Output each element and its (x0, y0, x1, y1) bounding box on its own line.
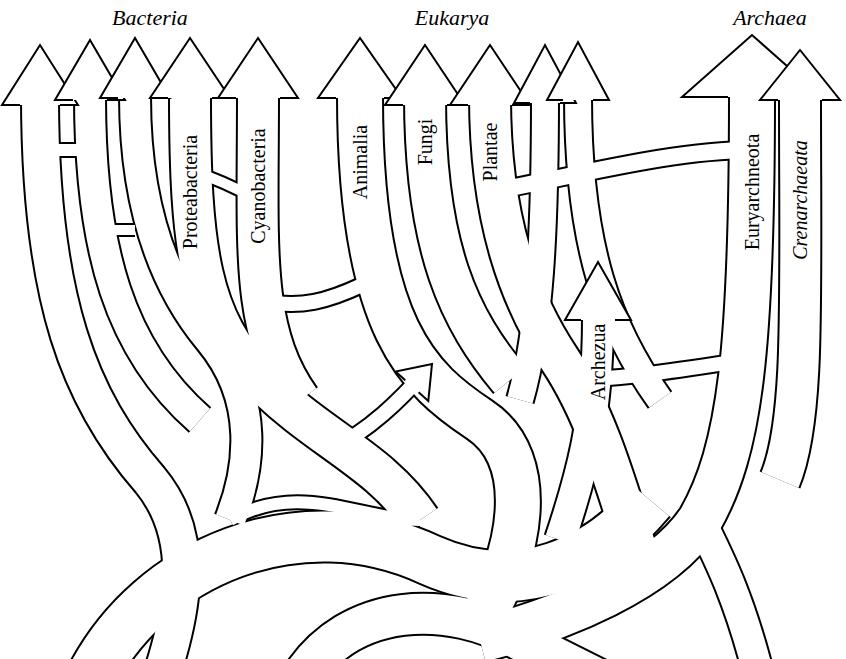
branch-label: Archezua (588, 324, 608, 401)
branch-label: Euryarchneota (742, 134, 762, 251)
branch-label: Proteabacteria (180, 135, 200, 249)
branch-label: Animalia (350, 125, 370, 199)
arrowheads (2, 35, 840, 401)
domain-heading: Archaea (733, 7, 807, 29)
branch-fills (40, 96, 800, 659)
domain-heading: Eukarya (415, 7, 490, 29)
branch-outlines (40, 96, 800, 659)
branch-label: Fungi (415, 119, 435, 166)
branch-label: Cyanobacteria (248, 128, 268, 244)
branch-label: Crenarchaeata (790, 140, 810, 260)
domain-heading: Bacteria (112, 7, 188, 29)
branch-label: Plantae (480, 123, 500, 182)
